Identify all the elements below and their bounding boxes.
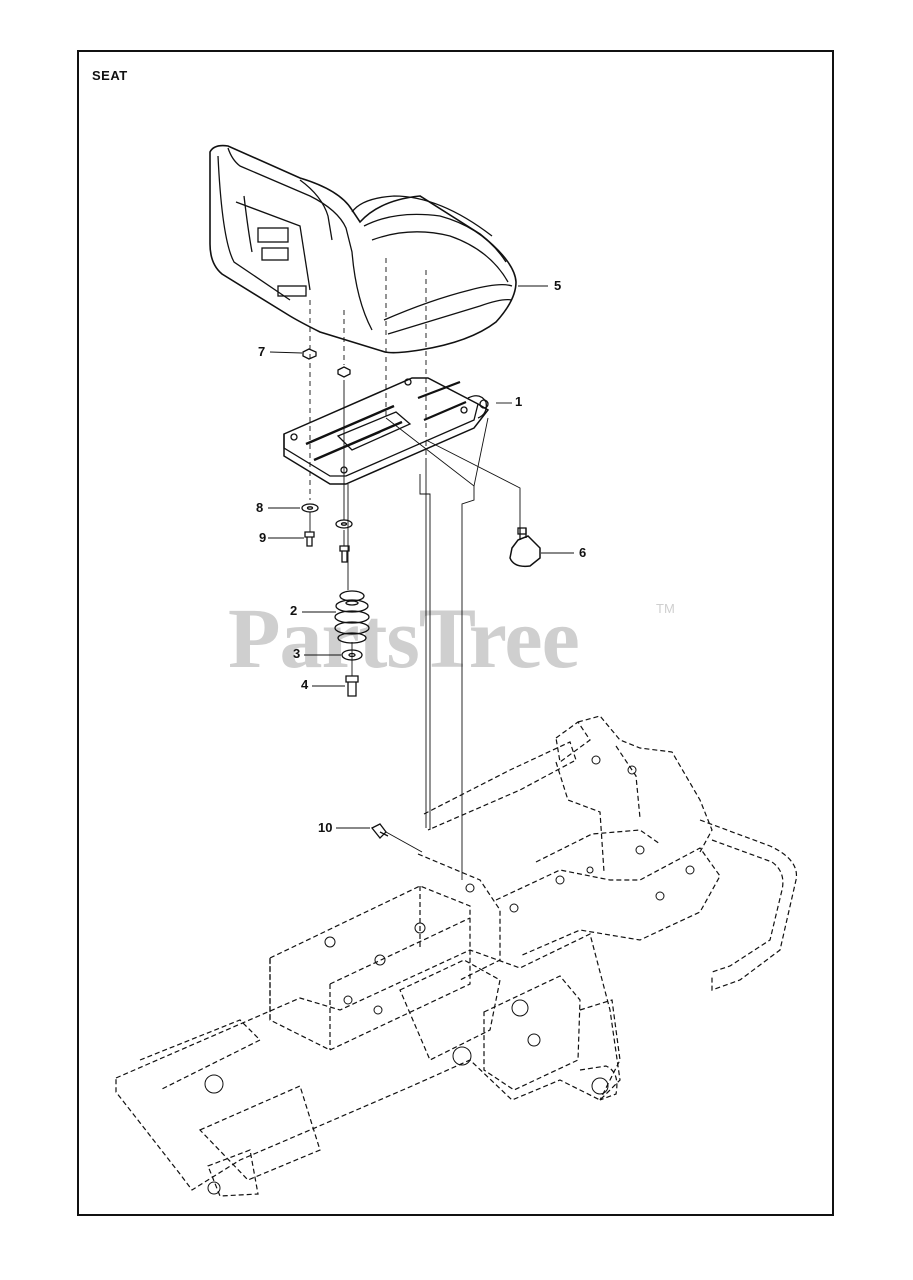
nut-illustration xyxy=(302,348,351,378)
alignment-lines xyxy=(309,258,521,880)
bolt-illustration xyxy=(304,531,359,697)
diagram-frame xyxy=(77,50,834,1216)
callout-7: 7 xyxy=(258,344,266,359)
callout-8: 8 xyxy=(256,500,264,515)
callout-1: 1 xyxy=(515,394,523,409)
screw-illustration xyxy=(370,823,389,839)
seat-illustration xyxy=(209,144,517,354)
spring-illustration xyxy=(334,590,370,644)
knob-illustration xyxy=(509,527,541,568)
page-title: SEAT xyxy=(92,68,128,83)
callout-6: 6 xyxy=(579,545,587,560)
frame-holes xyxy=(204,755,695,1195)
watermark-tm: TM xyxy=(656,601,675,616)
tractor-frame-illustration xyxy=(115,715,798,1197)
seat-plate-illustration xyxy=(283,377,490,485)
callout-4: 4 xyxy=(301,677,309,692)
callout-3: 3 xyxy=(293,646,301,661)
callout-5: 5 xyxy=(554,278,562,293)
callout-2: 2 xyxy=(290,603,298,618)
callout-10: 10 xyxy=(318,820,333,835)
washer-illustration xyxy=(301,503,363,661)
callout-9: 9 xyxy=(259,530,267,545)
leader-lines xyxy=(268,285,574,829)
watermark: PartsTree xyxy=(228,590,580,686)
